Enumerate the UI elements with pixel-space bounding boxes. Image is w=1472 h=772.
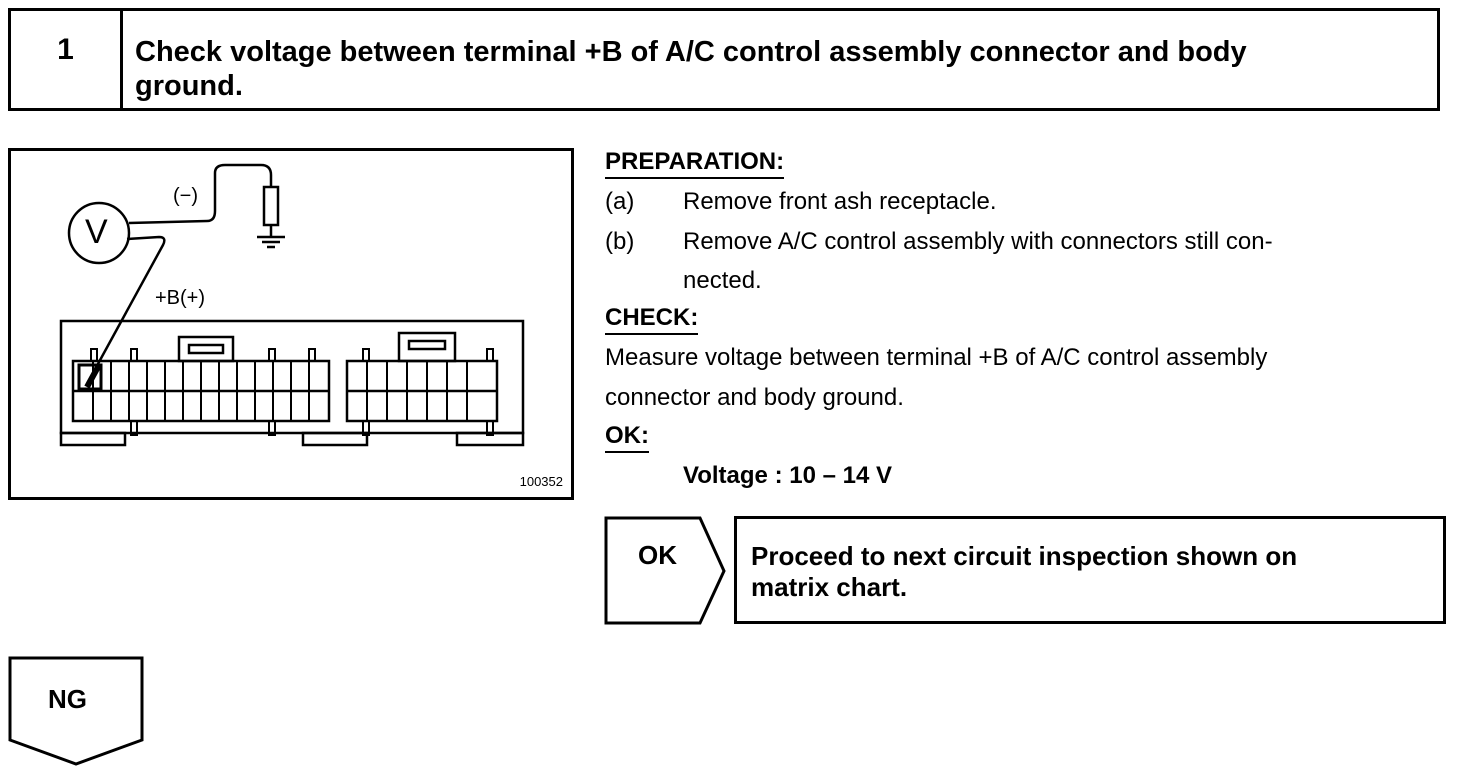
negative-lead-label: (−) — [173, 185, 198, 207]
connector-right-latch — [397, 331, 457, 363]
preparation-item-a: (a) Remove front ash receptacle. — [605, 182, 1455, 222]
voltmeter-label: V — [85, 213, 108, 251]
step-number: 1 — [11, 11, 123, 108]
item-text: Remove front ash receptacle. — [683, 188, 997, 215]
step-title-line2: ground. — [135, 70, 243, 102]
voltage-spec: Voltage : 10 – 14 V — [683, 462, 892, 489]
ng-tag-label: NG — [48, 684, 87, 714]
ok-result-line1: Proceed to next circuit inspection shown… — [751, 541, 1298, 571]
step-title: Check voltage between terminal +B of A/C… — [123, 11, 1437, 108]
item-label: (a) — [605, 188, 635, 215]
check-text-line2: connector and body ground. — [605, 384, 904, 411]
preparation-item-b: (b) Remove A/C control assembly with con… — [605, 222, 1455, 302]
ground-probe — [262, 185, 280, 227]
figure-code: 100352 — [519, 474, 563, 489]
check-text-line1: Measure voltage between terminal +B of A… — [605, 344, 1268, 371]
ok-tag-shape — [604, 516, 726, 625]
ng-tag-shape — [8, 656, 144, 766]
check-heading: CHECK: — [605, 304, 699, 335]
connector-illustration: V (−) +B(+) 100352 — [8, 148, 574, 500]
terminal-b-highlight — [77, 363, 103, 391]
ok-result-line2: matrix chart. — [751, 572, 908, 602]
voltmeter-icon — [67, 201, 131, 265]
step-title-line1: Check voltage between terminal +B of A/C… — [135, 36, 1247, 68]
item-text: Remove A/C control assembly with connect… — [683, 228, 1273, 255]
step-header: 1 Check voltage between terminal +B of A… — [8, 8, 1440, 111]
check-text: Measure voltage between terminal +B of A… — [605, 338, 1455, 418]
ok-tag-label: OK — [638, 540, 677, 570]
preparation-heading: PREPARATION: — [605, 148, 785, 179]
connector-left-latch — [177, 335, 235, 363]
item-label: (b) — [605, 228, 635, 255]
ok-result-box: Proceed to next circuit inspection shown… — [734, 516, 1446, 624]
item-text-continued: nected. — [683, 267, 762, 294]
positive-lead-label: +B(+) — [155, 287, 206, 309]
ok-heading: OK: — [605, 422, 649, 453]
positive-lead — [91, 235, 166, 374]
negative-lead — [128, 163, 273, 225]
voltmeter-diagram — [59, 163, 525, 447]
